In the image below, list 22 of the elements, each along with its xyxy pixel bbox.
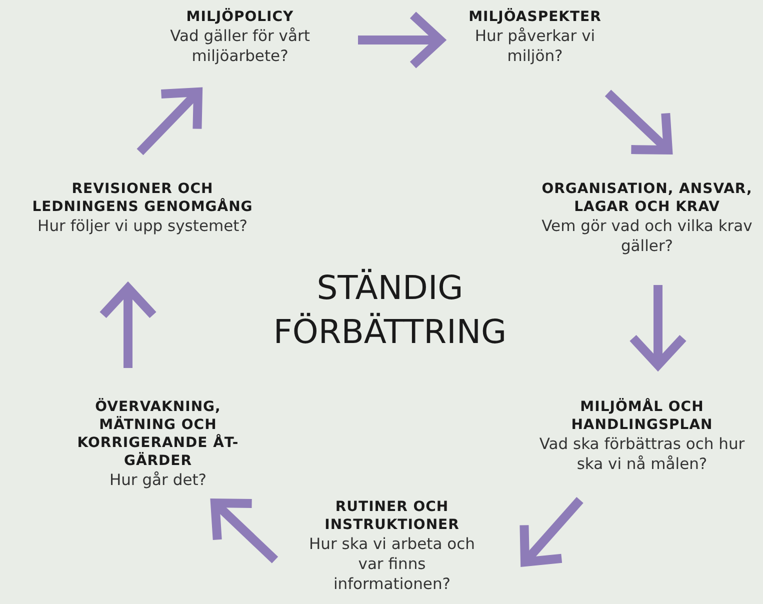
step-heading: MILJÖASPEKTER [468,8,602,26]
step-heading: MILJÖMÅL OCH HANDLINGSPLAN [570,398,714,434]
step-heading: MILJÖPOLICY [185,8,295,26]
step-question: Vad gäller för vårt miljöarbete? [169,26,311,66]
arrow [210,498,278,564]
arrow [604,90,672,154]
arrow [520,497,584,566]
step-heading: ORGANISATION, ANSVAR, LAGAR OCH KRAV [540,180,754,216]
center-title: STÄNDIG FÖRBÄTTRING [272,267,508,353]
arrow [358,10,444,70]
arrow [628,285,688,370]
step-question: Vem gör vad och vilka krav gäller? [540,216,754,256]
step-question: Hur går det? [108,470,208,490]
arrow [136,88,202,156]
step-question: Vad ska förbättras och hur ska vi nå målen? [538,434,746,474]
step-heading: REVISIONER OCH LEDNINGENS GENOMGÅNG [31,180,254,216]
step-heading: RUTINER OCH INSTRUKTIONER [324,498,460,534]
step-question: Hur följer vi upp systemet? [36,216,248,236]
step-question: Hur ska vi arbeta och var finns informationen? [308,534,476,594]
step-question: Hur påverkar vi miljön? [474,26,596,66]
step-heading: ÖVERVAKNING, MÄTNING OCH KORRIGERANDE ÅT-GÄRDER [76,398,240,470]
arrow [98,284,158,368]
